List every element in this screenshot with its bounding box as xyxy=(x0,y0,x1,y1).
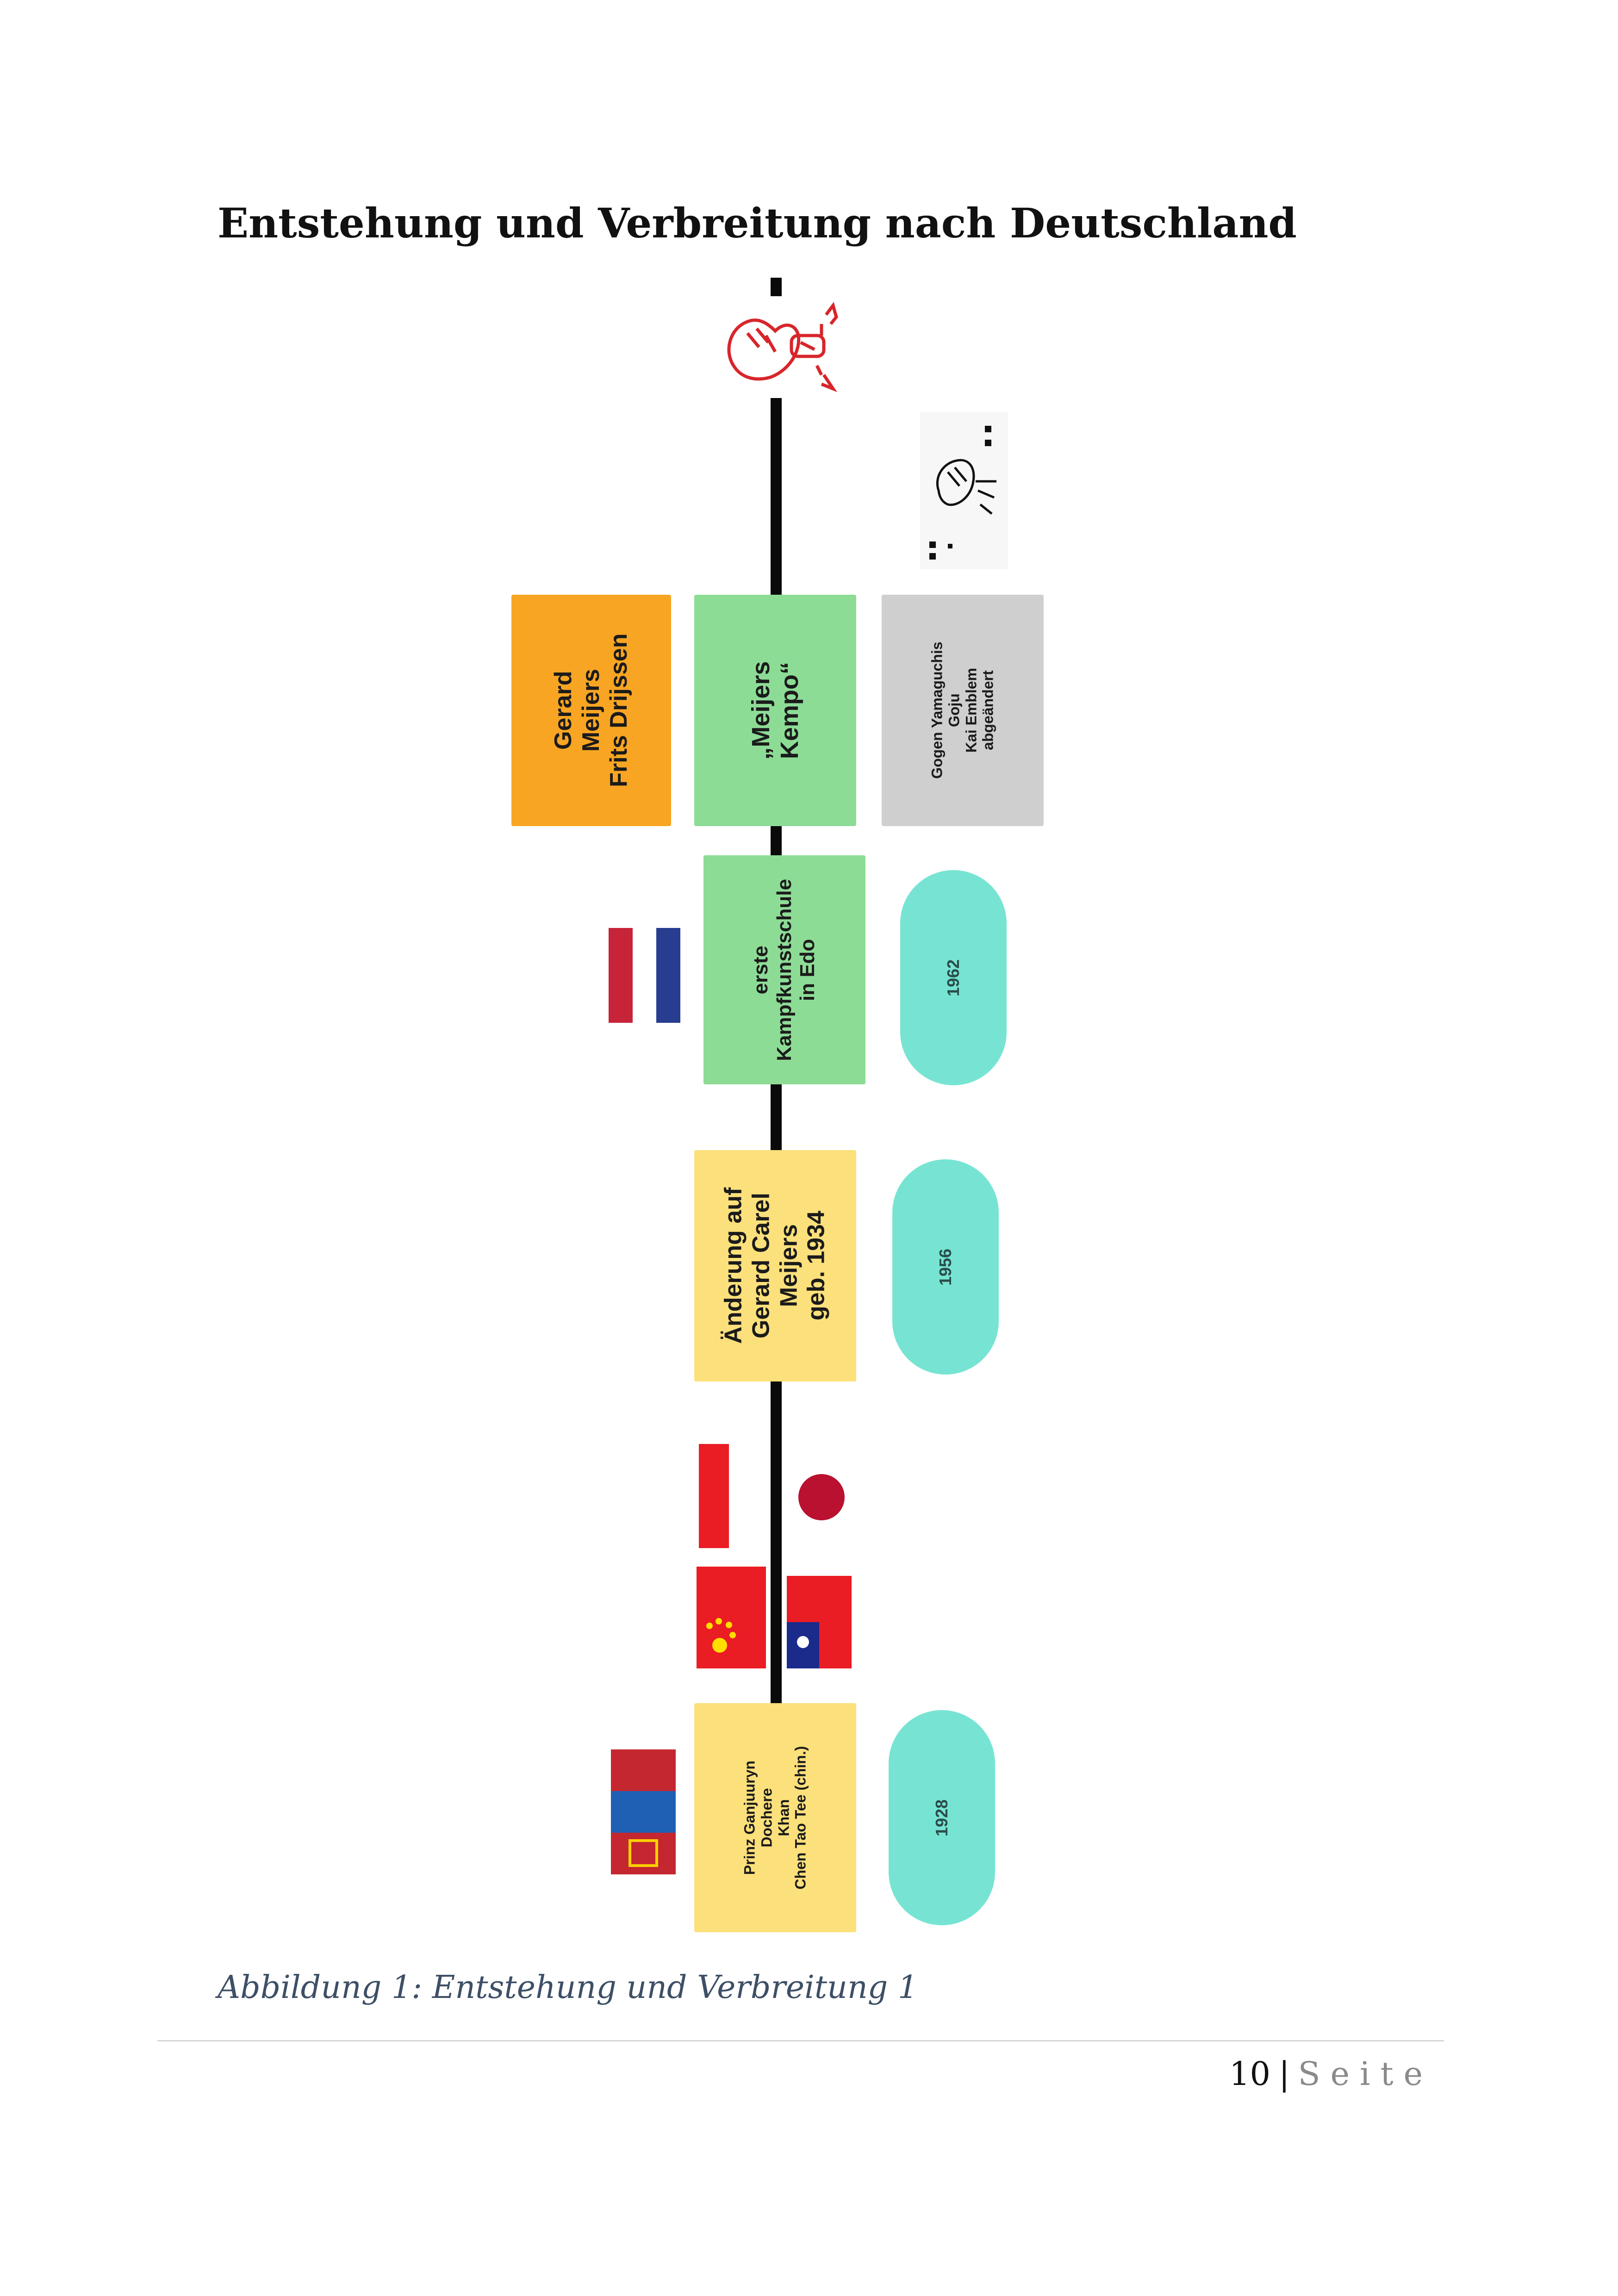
founders-text: Gerard Meijers Frits Drijssen xyxy=(549,633,632,788)
prince-text: Prinz Ganjuuryn Dochere Khan Chen Tao Te… xyxy=(741,1746,809,1890)
timeline-axis xyxy=(771,278,782,1907)
page-number: 10 xyxy=(1229,2055,1271,2093)
japan-flag-icon xyxy=(787,1444,856,1548)
meijers-kempo-text: „Meijers Kempo“ xyxy=(747,661,803,760)
china-flag-icon xyxy=(697,1567,766,1668)
year-1962-text: 1962 xyxy=(944,959,963,996)
page-footer: 10|Seite xyxy=(1229,2055,1433,2093)
year-pill-1928: 1928 xyxy=(889,1710,995,1925)
name-change-text: Änderung auf Gerard Carel Meijers geb. 1… xyxy=(720,1188,830,1344)
year-pill-1962: 1962 xyxy=(900,870,1007,1085)
emblem-note-text: Gogen Yamaguchis Goju Kai Emblem abgeänd… xyxy=(928,641,996,779)
prince-box: Prinz Ganjuuryn Dochere Khan Chen Tao Te… xyxy=(694,1703,856,1932)
page-word: Seite xyxy=(1298,2055,1433,2093)
year-1928-text: 1928 xyxy=(932,1799,951,1836)
page-heading: Entstehung und Verbreitung nach Deutschl… xyxy=(218,199,1297,247)
first-school-text: erste Kampfkunstschule in Edo xyxy=(749,878,819,1061)
goju-kai-emblem-icon xyxy=(920,412,1008,569)
page-separator: | xyxy=(1279,2055,1290,2093)
figure-caption: Abbildung 1: Entstehung und Verbreitung … xyxy=(218,1969,918,2006)
netherlands-flag-icon xyxy=(609,928,680,1023)
name-change-box: Änderung auf Gerard Carel Meijers geb. 1… xyxy=(694,1150,856,1381)
indonesia-flag-icon xyxy=(699,1444,729,1548)
meijers-kempo-box: „Meijers Kempo“ xyxy=(694,595,856,826)
first-school-box: erste Kampfkunstschule in Edo xyxy=(703,855,865,1084)
emblem-note-box: Gogen Yamaguchis Goju Kai Emblem abgeänd… xyxy=(882,595,1044,826)
red-fist-logo-icon xyxy=(715,296,845,398)
year-1956-text: 1956 xyxy=(936,1248,955,1286)
taiwan-flag-icon xyxy=(787,1576,852,1668)
footer-divider xyxy=(157,2040,1444,2041)
founders-box: Gerard Meijers Frits Drijssen xyxy=(511,595,671,826)
year-pill-1956: 1956 xyxy=(892,1159,999,1375)
mongolia-flag-icon xyxy=(611,1749,676,1874)
